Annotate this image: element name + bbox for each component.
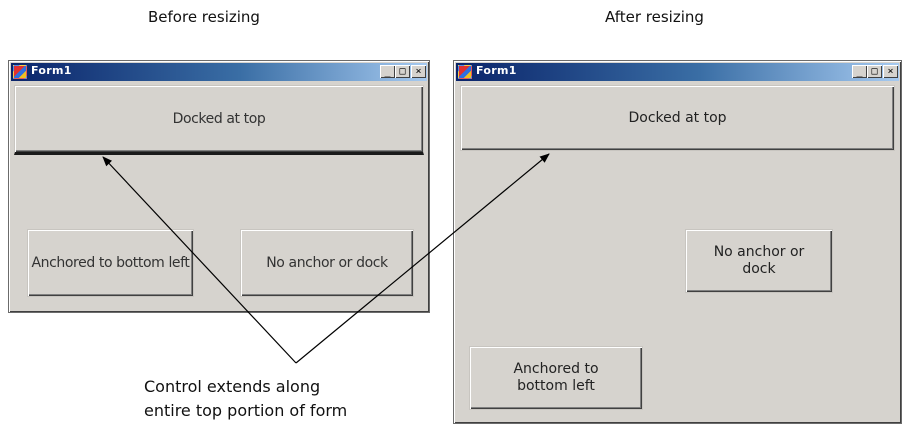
arrow-to-after-dock	[295, 153, 550, 364]
callout-line-2: entire top portion of form	[144, 401, 348, 420]
minimize-button[interactable]: _	[852, 65, 867, 78]
anchored-bottom-left-button[interactable]: Anchored to bottom left	[469, 346, 643, 410]
titlebar[interactable]: Form1 _ □ ×	[11, 63, 427, 81]
docked-at-top-button[interactable]: Docked at top	[460, 85, 895, 151]
no-anchor-or-dock-button[interactable]: No anchor or dock	[685, 229, 833, 293]
titlebar[interactable]: Form1 _ □ ×	[456, 63, 899, 81]
no-anchor-or-dock-button[interactable]: No anchor or dock	[240, 229, 414, 297]
caption-before: Before resizing	[148, 8, 260, 26]
maximize-button[interactable]: □	[395, 65, 410, 78]
app-icon	[458, 65, 472, 79]
window-title: Form1	[31, 64, 72, 77]
app-icon	[13, 65, 27, 79]
close-button[interactable]: ×	[883, 65, 898, 78]
window-title: Form1	[476, 64, 517, 77]
close-button[interactable]: ×	[411, 65, 426, 78]
minimize-button[interactable]: _	[380, 65, 395, 78]
docked-at-top-button[interactable]: Docked at top	[14, 85, 424, 155]
form-window-before: Form1 _ □ × Docked at top Anchored to bo…	[8, 60, 430, 313]
maximize-button[interactable]: □	[867, 65, 882, 78]
callout-line-1: Control extends along	[144, 377, 321, 396]
anchored-bottom-left-button[interactable]: Anchored to bottom left	[27, 229, 194, 297]
arrow-to-before-dock	[102, 156, 297, 364]
caption-after: After resizing	[605, 8, 704, 26]
form-window-after: Form1 _ □ × Docked at top No anchor or d…	[453, 60, 902, 424]
